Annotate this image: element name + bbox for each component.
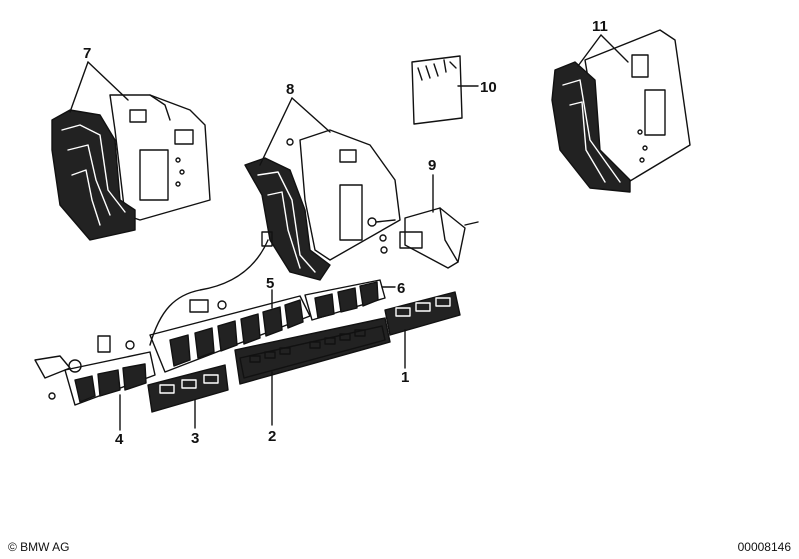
part-4-panel: [64, 351, 156, 406]
wire-harness: [34, 231, 273, 400]
part-8-circuit-board: [244, 129, 401, 281]
part-3-panel: [147, 364, 229, 413]
part-number-9: 9: [428, 157, 436, 174]
part-number-11: 11: [592, 18, 608, 35]
leader-11b: [600, 34, 629, 63]
part-9-bracket: [367, 207, 479, 269]
part-number-1: 1: [401, 369, 409, 386]
leader-11a: [577, 34, 602, 67]
part-7-circuit-board: [51, 94, 211, 241]
part-11-circuit-board: [551, 29, 691, 193]
part-2-control-panel: [234, 317, 391, 385]
part-number-5: 5: [266, 275, 274, 292]
part-10-label-card: [411, 55, 463, 125]
copyright-text: © BMW AG: [8, 540, 70, 554]
part-number-4: 4: [115, 431, 124, 448]
part-number-8: 8: [286, 81, 294, 98]
part-1-panel: [384, 291, 461, 336]
part-number-3: 3: [191, 430, 199, 447]
part-number-7: 7: [83, 45, 91, 62]
part-5-vent-strip: [149, 295, 311, 373]
part-number-2: 2: [268, 428, 276, 445]
leader-8a: [259, 97, 293, 166]
leader-7a: [69, 61, 89, 113]
part-number-10: 10: [480, 79, 497, 96]
part-6-vent-strip: [304, 279, 386, 321]
drawing-id: 00008146: [737, 540, 791, 554]
part-number-6: 6: [397, 280, 405, 297]
leader-8b: [291, 97, 331, 133]
leader-7b: [87, 61, 129, 101]
